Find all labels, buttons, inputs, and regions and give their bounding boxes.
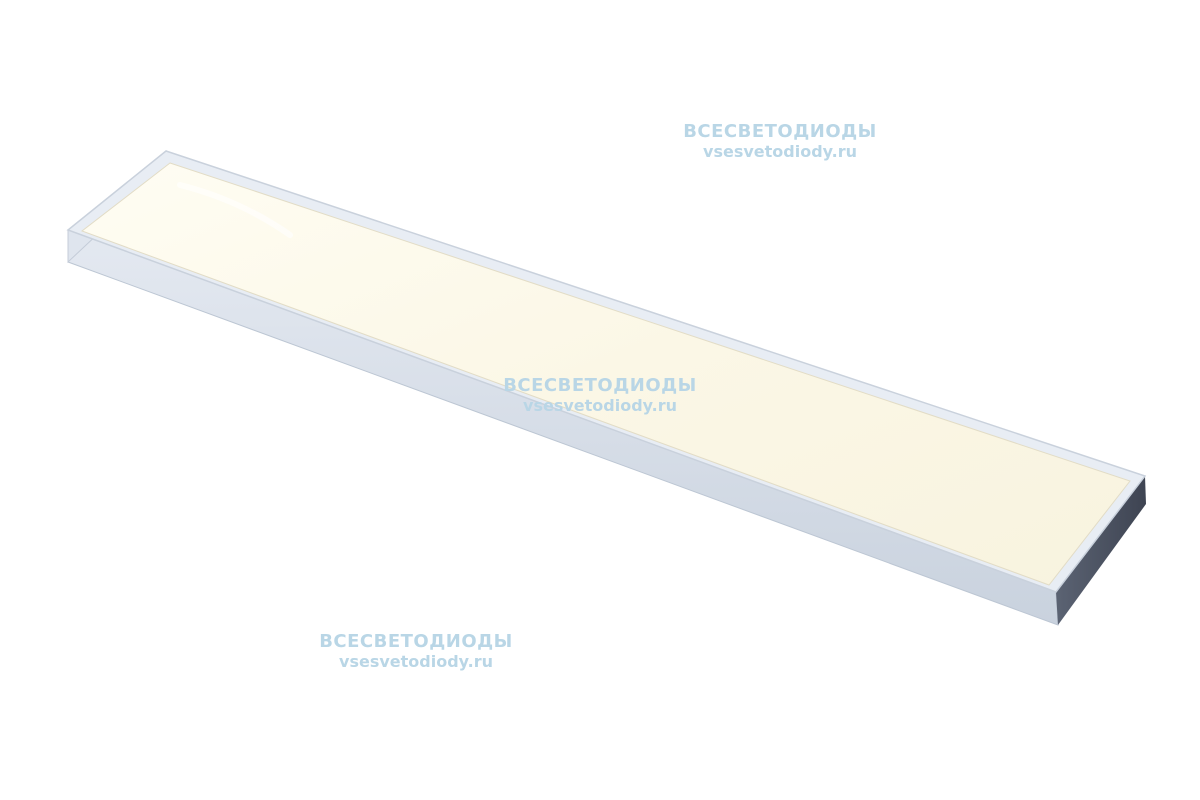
panel-diffuser xyxy=(80,162,1131,586)
diffuser-reflection xyxy=(177,182,293,238)
panel-right-end xyxy=(1056,476,1146,625)
